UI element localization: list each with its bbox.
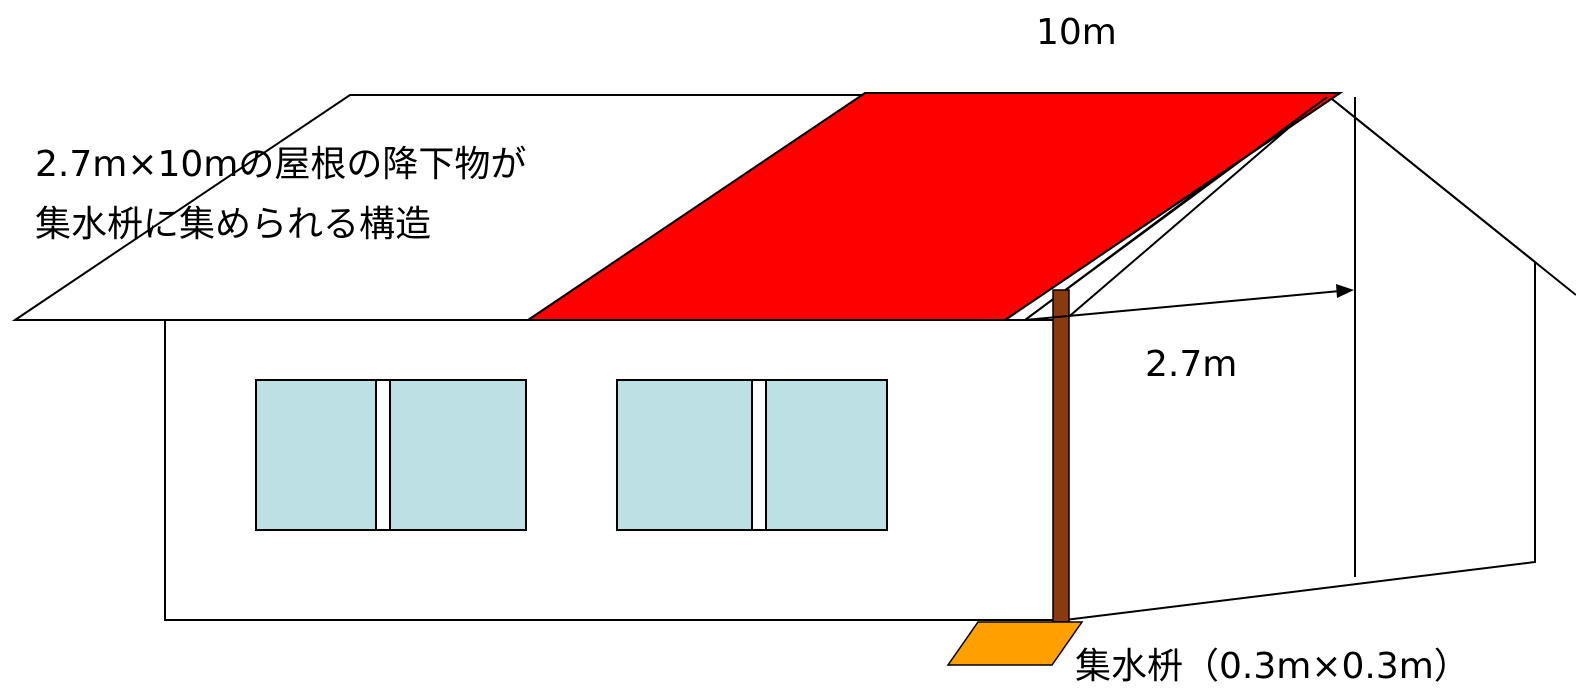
left-window	[255, 379, 527, 531]
width-dimension-arrow	[1024, 284, 1354, 321]
basin-label: 集水枡（0.3m×0.3m）	[1075, 646, 1470, 687]
collection-basin	[946, 621, 1084, 666]
roof-right-edge	[1326, 94, 1576, 296]
width-label: 2.7m	[1145, 344, 1237, 385]
right-window	[616, 379, 888, 531]
length-label: 10m	[1036, 12, 1117, 53]
description-line-1: 2.7m×10mの屋根の降下物が	[35, 144, 526, 185]
description-line-2: 集水枡に集められる構造	[35, 204, 431, 245]
roof-fascia-line-2	[1024, 96, 1328, 321]
downpipe	[1052, 289, 1070, 623]
roof-fascia-line	[1004, 92, 1341, 321]
